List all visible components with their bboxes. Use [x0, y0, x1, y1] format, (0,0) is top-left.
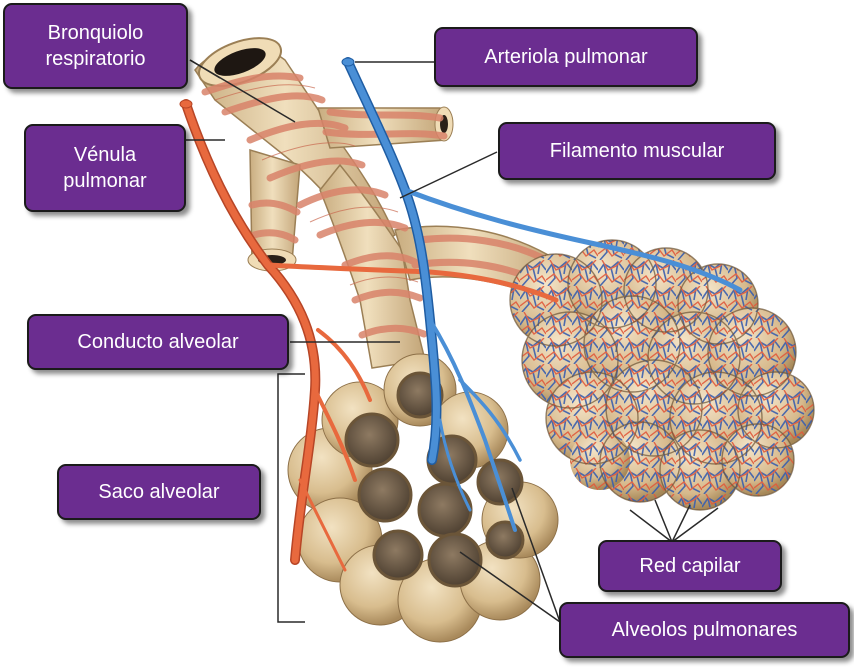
label-saco-alveolar: Saco alveolar [57, 464, 261, 520]
label-venula-pulmonar: Vénula pulmonar [24, 124, 186, 212]
label-bronquiolo-respiratorio: Bronquiolo respiratorio [3, 3, 188, 89]
label-arteriola-pulmonar: Arteriola pulmonar [434, 27, 698, 87]
label-red-capilar: Red capilar [598, 540, 782, 592]
label-filamento-muscular: Filamento muscular [498, 122, 776, 180]
label-conducto-alveolar: Conducto alveolar [27, 314, 289, 370]
capillary-cluster [500, 230, 820, 520]
alveolar-sac [288, 354, 558, 642]
label-alveolos-pulmonares: Alveolos pulmonares [559, 602, 850, 658]
